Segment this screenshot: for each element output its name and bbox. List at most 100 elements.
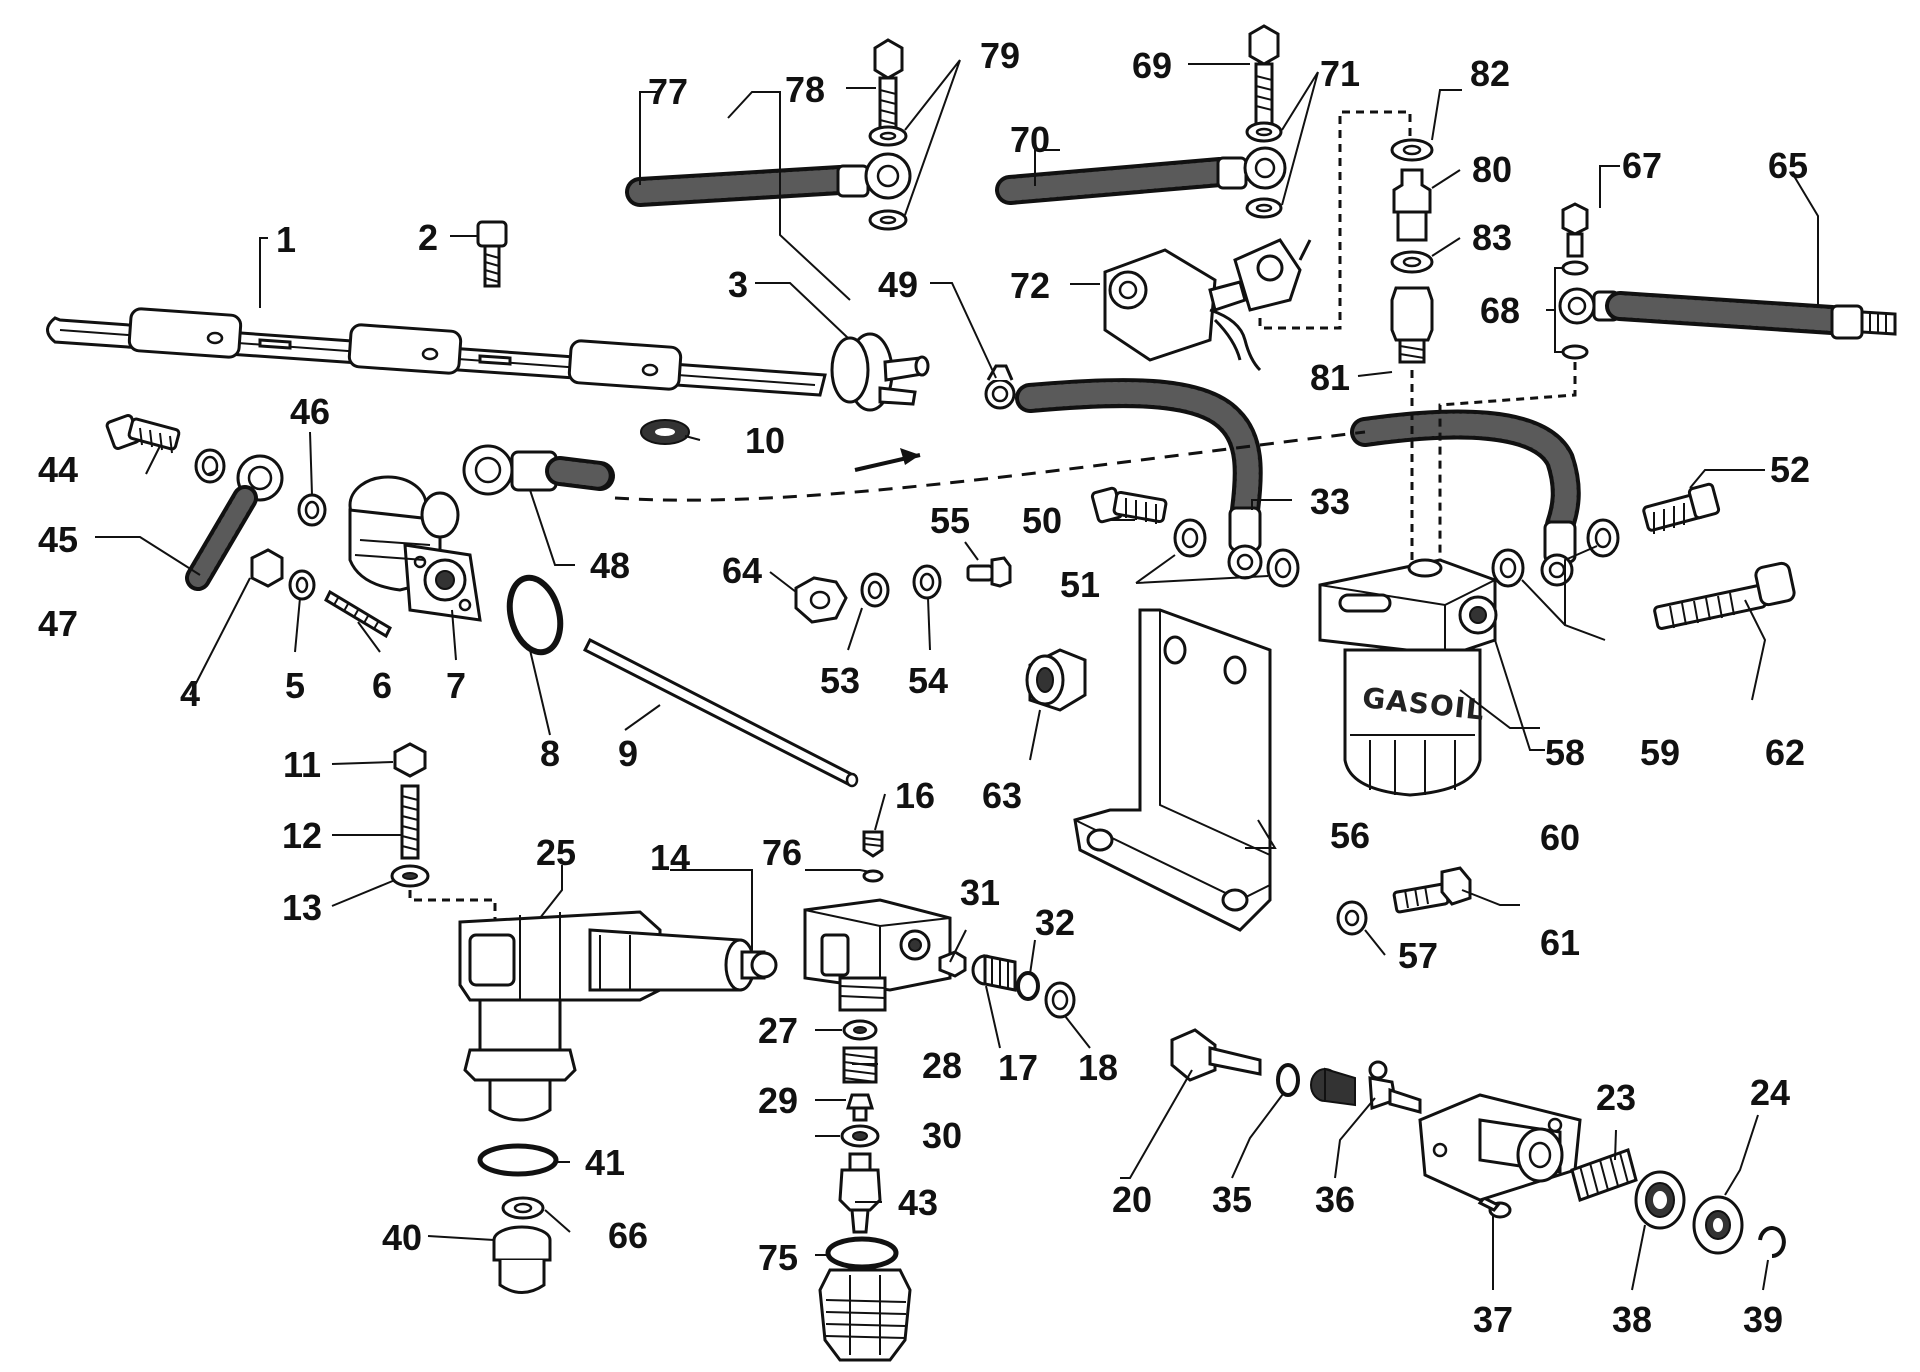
label-37: 37 (1473, 1299, 1513, 1340)
label-83: 83 (1472, 217, 1512, 258)
label-35: 35 (1212, 1179, 1252, 1220)
part-60-filter-cartridge: GASOIL (1343, 648, 1486, 797)
part-69-banjo-bolt (1248, 24, 1280, 126)
label-31: 31 (960, 872, 1000, 913)
label-49: 49 (878, 264, 918, 305)
part-50-banjo-bolt (1090, 486, 1168, 524)
label-9: 9 (618, 733, 638, 774)
label-20: 20 (1112, 1179, 1152, 1220)
part-18-bushing (1044, 981, 1076, 1019)
label-72: 72 (1010, 265, 1050, 306)
label-53: 53 (820, 660, 860, 701)
part-53-washer (860, 572, 890, 608)
label-12: 12 (282, 815, 322, 856)
dashed-links-filter (1410, 362, 1577, 565)
part-78-banjo-bolt (873, 38, 904, 140)
label-18: 18 (1078, 1047, 1118, 1088)
label-54: 54 (908, 660, 948, 701)
label-79: 79 (980, 35, 1020, 76)
part-29-valve (845, 1093, 875, 1122)
label-23: 23 (1596, 1077, 1636, 1118)
part-83-washer (1390, 250, 1434, 274)
part-32-o-ring (1016, 971, 1040, 1001)
label-5: 5 (285, 665, 305, 706)
label-57: 57 (1398, 935, 1438, 976)
part-24-cap (1692, 1195, 1744, 1255)
label-76: 76 (762, 832, 802, 873)
label-27: 27 (758, 1010, 798, 1051)
part-2-screw (476, 220, 508, 288)
label-28: 28 (922, 1045, 962, 1086)
label-65: 65 (1768, 145, 1808, 186)
part-49-hose-clamp (984, 364, 1016, 410)
part-44-banjo-bolt (105, 414, 181, 454)
part-77-hose (625, 152, 912, 207)
part-labels: 1 2 3 4 5 6 7 8 9 10 11 12 13 14 16 17 1… (38, 35, 1810, 1340)
part-10-washer (640, 419, 690, 445)
part-62-bolt (1653, 561, 1796, 630)
part-43-valve-seat (838, 1152, 882, 1234)
part-40-plug (492, 1225, 552, 1294)
label-43: 43 (898, 1182, 938, 1223)
part-41-o-ring (477, 1143, 559, 1177)
part-45-washer (194, 448, 226, 484)
label-36: 36 (1315, 1179, 1355, 1220)
part-20-plunger (1170, 1028, 1262, 1082)
label-81: 81 (1310, 357, 1350, 398)
dashed-link-13 (408, 890, 497, 920)
label-6: 6 (372, 665, 392, 706)
part-47-fitting (185, 454, 284, 591)
part-5-washer (288, 569, 316, 601)
part-30-washer (840, 1124, 880, 1148)
part-25-injection-pump (458, 910, 778, 1122)
part-82-washer (1390, 138, 1434, 162)
part-56-bracket (1073, 608, 1272, 932)
label-51: 51 (1060, 564, 1100, 605)
label-41: 41 (585, 1142, 625, 1183)
part-6-stud (324, 589, 392, 639)
part-9-rod (582, 637, 859, 788)
leader-lines (95, 59, 1819, 1291)
label-47: 47 (38, 603, 78, 644)
part-39-circlip (1758, 1226, 1786, 1258)
label-2: 2 (418, 217, 438, 258)
valve-body (803, 898, 952, 1012)
label-75: 75 (758, 1237, 798, 1278)
part-27-washer (842, 1019, 878, 1041)
part-46-washer (297, 493, 327, 527)
part-76-o-ring (862, 869, 884, 883)
part-37-screw (1477, 1196, 1512, 1219)
part-57-washer (1336, 900, 1368, 936)
label-50: 50 (1022, 500, 1062, 541)
label-80: 80 (1472, 149, 1512, 190)
label-68: 68 (1480, 290, 1520, 331)
label-7: 7 (446, 665, 466, 706)
label-1: 1 (276, 219, 296, 260)
part-48-hose (462, 444, 615, 496)
part-1-injector-rail (46, 307, 827, 397)
label-58: 58 (1545, 732, 1585, 773)
label-3: 3 (728, 264, 748, 305)
label-61: 61 (1540, 922, 1580, 963)
part-63-spacer (1025, 648, 1087, 712)
label-39: 39 (1743, 1299, 1783, 1340)
label-44: 44 (38, 449, 78, 490)
label-11: 11 (283, 744, 321, 785)
label-13: 13 (282, 887, 322, 928)
label-62: 62 (1765, 732, 1805, 773)
part-59-washers (1491, 518, 1620, 588)
part-67-bolt (1561, 202, 1589, 258)
label-82: 82 (1470, 53, 1510, 94)
part-71-washers (1245, 121, 1283, 219)
part-7-feed-pump (348, 475, 482, 622)
label-48: 48 (590, 545, 630, 586)
part-11-nut (393, 742, 427, 778)
label-66: 66 (608, 1215, 648, 1256)
part-8-o-ring (506, 574, 564, 656)
label-63: 63 (982, 775, 1022, 816)
part-52-banjo-bolt (1642, 482, 1721, 534)
part-3-grommet (830, 332, 930, 412)
label-17: 17 (998, 1047, 1038, 1088)
